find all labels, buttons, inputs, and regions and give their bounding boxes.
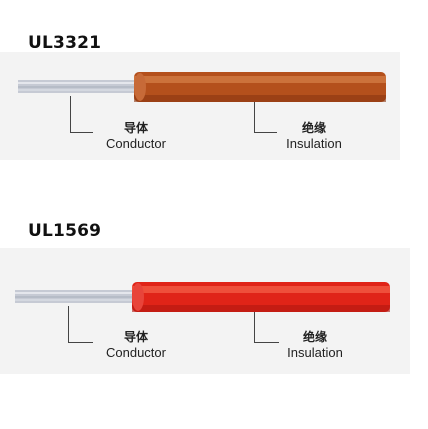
insulation-label-en: Insulation	[287, 345, 343, 360]
wire-panel-ul3321	[0, 52, 400, 160]
conductor-label: 导体 Conductor	[98, 329, 174, 361]
conductor-label-en: Conductor	[106, 136, 166, 151]
insulation-label-cn: 绝缘	[302, 330, 327, 344]
insulation-callout-line	[254, 102, 277, 133]
conductor-label-cn: 导体	[123, 330, 148, 344]
wire-title: UL1569	[28, 221, 102, 241]
conductor-callout-line	[70, 96, 93, 133]
conductor-callout-line	[68, 306, 93, 343]
insulation-label: 绝缘 Insulation	[277, 329, 353, 361]
insulation-label-cn: 绝缘	[301, 121, 326, 135]
conductor-label: 导体 Conductor	[98, 120, 174, 152]
insulation-callout-line	[254, 312, 279, 343]
conductor-label-cn: 导体	[123, 121, 148, 135]
wire-title: UL3321	[28, 33, 102, 53]
conductor-label-en: Conductor	[106, 345, 166, 360]
insulation-label-en: Insulation	[286, 136, 342, 151]
insulation-label: 绝缘 Insulation	[276, 120, 352, 152]
